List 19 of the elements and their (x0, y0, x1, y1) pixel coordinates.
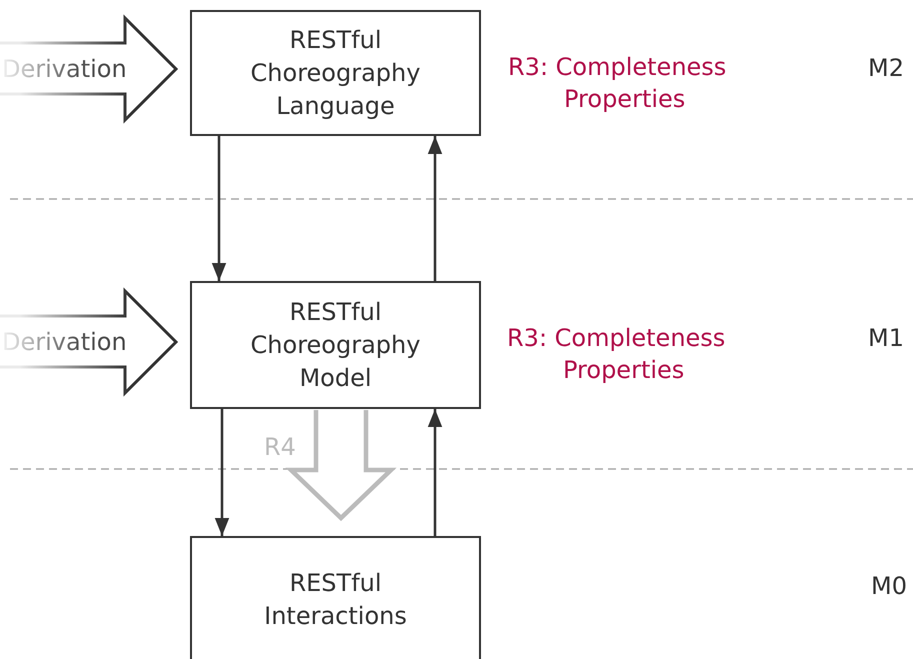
requirement-note: R3: Completeness Properties (507, 323, 726, 386)
level-label: M0 (871, 571, 907, 602)
process-box (190, 536, 481, 659)
level-label: M1 (868, 323, 904, 354)
level-label: M2 (868, 53, 904, 84)
requirement-note: R3: Completeness Properties (508, 52, 728, 115)
edge-label: R4 (264, 432, 296, 462)
process-box (190, 10, 481, 136)
box-label: RESTful Interactions (263, 568, 408, 632)
arrow (212, 136, 226, 281)
arrow (428, 136, 442, 281)
box-label: RESTful Choreography Language (250, 24, 422, 122)
block-arrow (0, 16, 178, 122)
box-label: RESTful Choreography Model (250, 296, 422, 394)
block-arrow (285, 408, 397, 522)
block-arrow (0, 289, 178, 395)
arrow (214, 409, 230, 536)
process-box (190, 281, 481, 409)
arrow (428, 409, 442, 536)
